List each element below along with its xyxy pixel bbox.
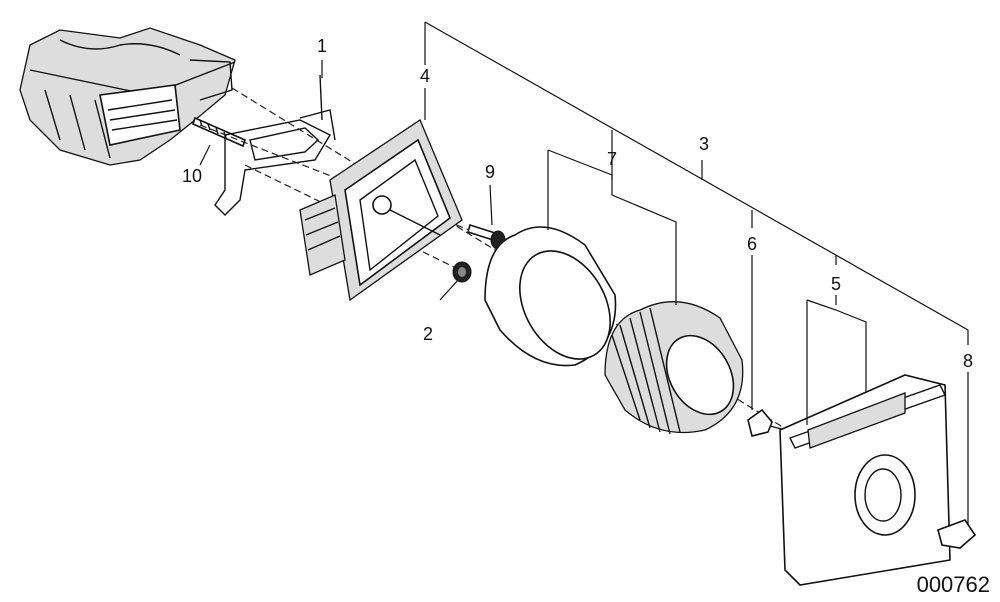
callout-3: 3 [699,134,709,154]
callout-4: 4 [420,66,430,86]
part-8-knob [937,519,977,549]
part-7-paper-element [604,301,744,435]
part-1-gasket [214,74,336,216]
part-4-cleaner-base [299,119,463,302]
part-2-nut [452,261,472,283]
leader-lines [199,21,969,525]
part-10-stud [192,116,246,148]
callout-7: 7 [607,149,617,169]
callout-1: 1 [317,36,327,56]
callout-9: 9 [485,162,495,182]
callout-10: 10 [182,166,202,186]
callout-5: 5 [831,274,841,294]
part-5-cover [779,374,951,586]
figure-id: 000762 [917,572,990,597]
callout-8: 8 [963,351,973,371]
carburetor-body [19,27,236,166]
callout-2: 2 [423,324,433,344]
part-7-foam-element [484,226,617,367]
callout-6: 6 [747,234,757,254]
